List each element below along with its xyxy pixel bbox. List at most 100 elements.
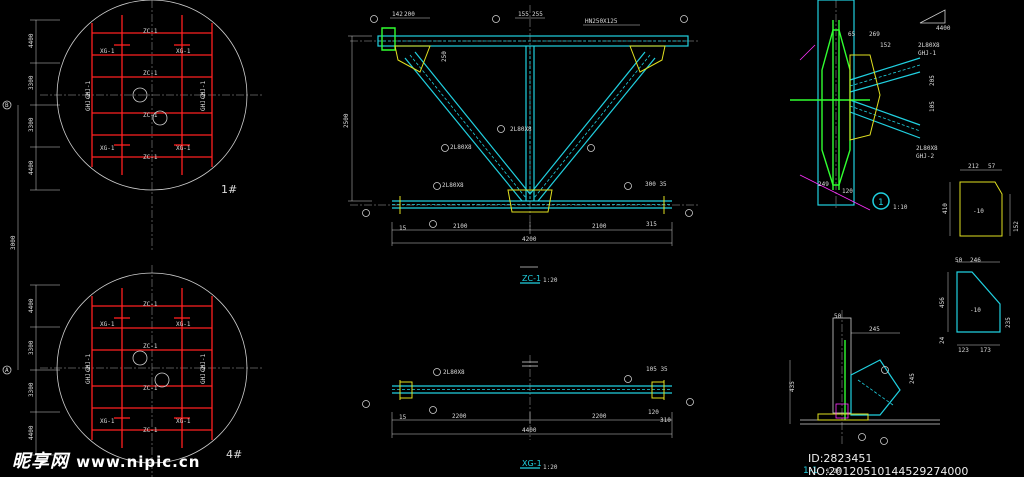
zc1-truss-elevation: 2500 2100 2100 4200 15 315 300 35 142 20… bbox=[343, 5, 700, 284]
plan1-member-label-1: XG-1 bbox=[100, 48, 115, 55]
detail1-scale: 1:10 bbox=[893, 204, 908, 211]
plate2-height: 456 bbox=[939, 297, 946, 308]
zc1-span-right: 2100 bbox=[592, 223, 607, 230]
xg1-scale: 1:20 bbox=[543, 464, 558, 471]
zc1-tag-left: 2L80X8 bbox=[450, 144, 472, 151]
zc1-gusset-right bbox=[629, 45, 666, 73]
plate2-b2: 123 bbox=[958, 347, 969, 354]
plan4-member-label-7: ZC-1 bbox=[143, 385, 158, 392]
plan4-ghj-label-1: GHJ-1 bbox=[85, 354, 92, 372]
zc1-scale: 1:20 bbox=[543, 277, 558, 284]
plate-detail-1: 212 57 410 -10 152 bbox=[942, 163, 1020, 237]
detail1-dim-152: 152 bbox=[880, 42, 891, 49]
plate2-w2: 246 bbox=[970, 257, 981, 264]
xg1-tag: 2L80X8 bbox=[443, 369, 465, 376]
sec11-dim-245a: 245 bbox=[869, 326, 880, 333]
grid-label-a: A bbox=[5, 367, 9, 374]
plan4-member-label-5: ZC-1 bbox=[143, 301, 158, 308]
plan4-member-label-3: XG-1 bbox=[100, 418, 115, 425]
plate2-b3: 173 bbox=[980, 347, 991, 354]
zc1-top-dim-3: 155 bbox=[518, 11, 529, 18]
plan4-member-label-4: XG-1 bbox=[176, 418, 191, 425]
plan1-ghj-label-3: GHJ-2 bbox=[85, 93, 92, 111]
left-dimension-chain: 4400 3300 3300 4400 4400 3300 3300 4400 … bbox=[2, 19, 60, 456]
detail1-dim-105: 105 bbox=[929, 101, 936, 112]
detail-1-connection: 65 269 152 205 105 249 120 2L80X8 2L80X8… bbox=[790, 0, 951, 211]
dim-left-5: 4400 bbox=[28, 298, 35, 313]
plate-detail-2: 50 246 456 235 -10 24 123 173 bbox=[939, 257, 1012, 354]
dim-left-total: 3000 bbox=[10, 235, 17, 250]
zc1-dim-15: 15 bbox=[399, 225, 407, 232]
watermark-url: www.nipic.cn bbox=[76, 453, 201, 471]
detail1-tag-2: 2L80X8 bbox=[916, 145, 938, 152]
xg1-span-total: 4400 bbox=[522, 427, 537, 434]
section11-title: 1-1 bbox=[803, 466, 818, 476]
grid-label-b: B bbox=[5, 102, 9, 109]
zc1-dim-250: 250 bbox=[441, 51, 448, 62]
dim-left-7: 3300 bbox=[28, 382, 35, 397]
dim-left-1: 4400 bbox=[28, 33, 35, 48]
plate2-w1: 50 bbox=[955, 257, 963, 264]
xg1-elevation: 2200 2200 4400 15 105 35 120 310 2L80X8 … bbox=[362, 355, 694, 471]
detail1-gusset bbox=[821, 29, 851, 186]
zc1-height-dim: 2500 bbox=[343, 113, 350, 128]
zc1-gusset-bottom bbox=[507, 189, 553, 213]
xg1-dim-120: 120 bbox=[648, 409, 659, 416]
grid-bubble-b bbox=[2, 100, 12, 110]
plan1-member-label-8: ZC-1 bbox=[143, 154, 158, 161]
zc1-gusset-left bbox=[381, 27, 396, 51]
detail1-dim-65: 65 bbox=[848, 31, 856, 38]
section11-scale: 1:20 bbox=[826, 468, 841, 475]
zc1-diagonal-left bbox=[404, 57, 523, 202]
watermark-id: ID:2823451 NO:20120510144529274000 bbox=[808, 452, 969, 477]
plan4-ghj-label-2: GHJ-1 bbox=[200, 354, 207, 372]
watermark-logo: 昵享网 www.nipic.cn bbox=[12, 447, 200, 473]
plate1-width2: 57 bbox=[988, 163, 996, 170]
detail1-marker: 1 bbox=[878, 198, 884, 208]
plan4-ghj-label-4: GHJ-2 bbox=[200, 366, 207, 384]
plan4-ghj-label-3: GHJ-2 bbox=[85, 366, 92, 384]
plan4-member-label-1: XG-1 bbox=[100, 321, 115, 328]
plan4-member-label-2: XG-1 bbox=[176, 321, 191, 328]
detail1-dim-120: 120 bbox=[842, 188, 853, 195]
plate1-height: 410 bbox=[942, 203, 949, 214]
plan1-member-label-6: ZC-1 bbox=[143, 70, 158, 77]
plan1-ghj-label-4: GHJ-2 bbox=[200, 93, 207, 111]
plan1-member-label-5: ZC-1 bbox=[143, 28, 158, 35]
zc1-dim-300-35: 300 35 bbox=[645, 181, 667, 188]
xg1-title: XG-1 bbox=[522, 459, 542, 468]
zc1-title: ZC-1 bbox=[522, 274, 541, 283]
zc1-top-dim-1: 142 bbox=[392, 11, 403, 18]
grid-bubble-a bbox=[2, 365, 12, 375]
detail1-dim-269: 269 bbox=[869, 31, 880, 38]
plan-4-label: 4# bbox=[226, 448, 242, 461]
dim-left-4: 4400 bbox=[28, 160, 35, 175]
xg1-dim-310: 310 bbox=[660, 417, 671, 424]
plate2-thk: -10 bbox=[970, 307, 981, 314]
plan4-member-label-8: ZC-1 bbox=[143, 427, 158, 434]
dim-left-6: 3300 bbox=[28, 340, 35, 355]
sec11-dim-50: 50 bbox=[834, 313, 842, 320]
detail1-column bbox=[817, 0, 855, 206]
detail1-tag-4: GHJ-2 bbox=[916, 153, 934, 160]
zc1-tag-bottom: 2L80X8 bbox=[442, 182, 464, 189]
watermark-brand: 昵享网 bbox=[12, 451, 69, 472]
zc1-tag-mid: 2L80X8 bbox=[510, 126, 532, 133]
xg1-dim-105: 105 35 bbox=[646, 366, 668, 373]
dim-left-2: 3300 bbox=[28, 75, 35, 90]
detail1-level: 4400 bbox=[936, 25, 951, 32]
xg1-span-left: 2200 bbox=[452, 413, 467, 420]
sec11-dim-435: 435 bbox=[789, 381, 796, 392]
plan1-member-label-7: ZC-1 bbox=[143, 112, 158, 119]
zc1-span-total: 4200 bbox=[522, 236, 537, 243]
zc1-top-beam-tag: HN250X125 bbox=[585, 18, 618, 25]
plate1-side: 152 bbox=[1013, 221, 1020, 232]
plate1-thk: -10 bbox=[973, 208, 984, 215]
plate1-width: 212 bbox=[968, 163, 979, 170]
zc1-diagonal-right bbox=[537, 57, 656, 202]
plan1-member-label-3: XG-1 bbox=[100, 145, 115, 152]
zc1-dim-315: 315 bbox=[646, 221, 657, 228]
